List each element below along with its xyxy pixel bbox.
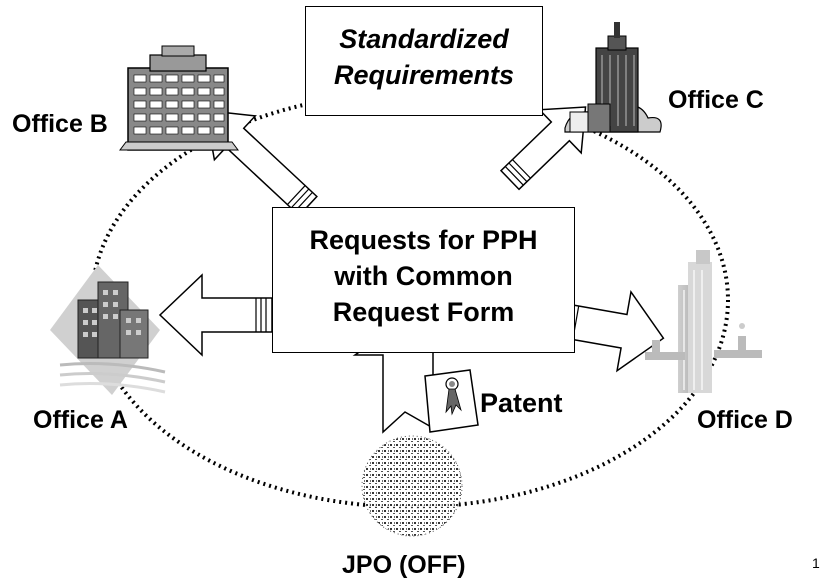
skyscraper-faded-icon (645, 250, 762, 393)
jpo-seal-icon (361, 435, 463, 537)
jpo-label: JPO (OFF) (342, 551, 466, 579)
center-line-2: with Common (334, 261, 513, 291)
center-line-3: Request Form (332, 297, 515, 327)
patent-label: Patent (480, 388, 563, 418)
office-c-label: Office C (668, 86, 764, 114)
office-b-label: Office B (12, 110, 108, 138)
center-line-1: Requests for PPH (309, 225, 538, 255)
title-line-1: Standardized (339, 24, 509, 54)
arrow-to-office-a (158, 273, 273, 357)
connection-ring (90, 91, 730, 509)
patent-certificate-icon (424, 369, 479, 433)
pph-request-box: Requests for PPH with Common Request For… (272, 207, 575, 353)
page-number: 1 (812, 555, 820, 571)
standardized-requirements-box: Standardized Requirements (305, 6, 543, 116)
office-building-cluster-icon (50, 265, 166, 395)
office-d-label: Office D (697, 406, 793, 434)
title-line-2: Requirements (333, 60, 515, 90)
office-tower-icon (119, 45, 239, 151)
office-a-label: Office A (33, 406, 128, 434)
city-skyline-icon (564, 22, 662, 133)
